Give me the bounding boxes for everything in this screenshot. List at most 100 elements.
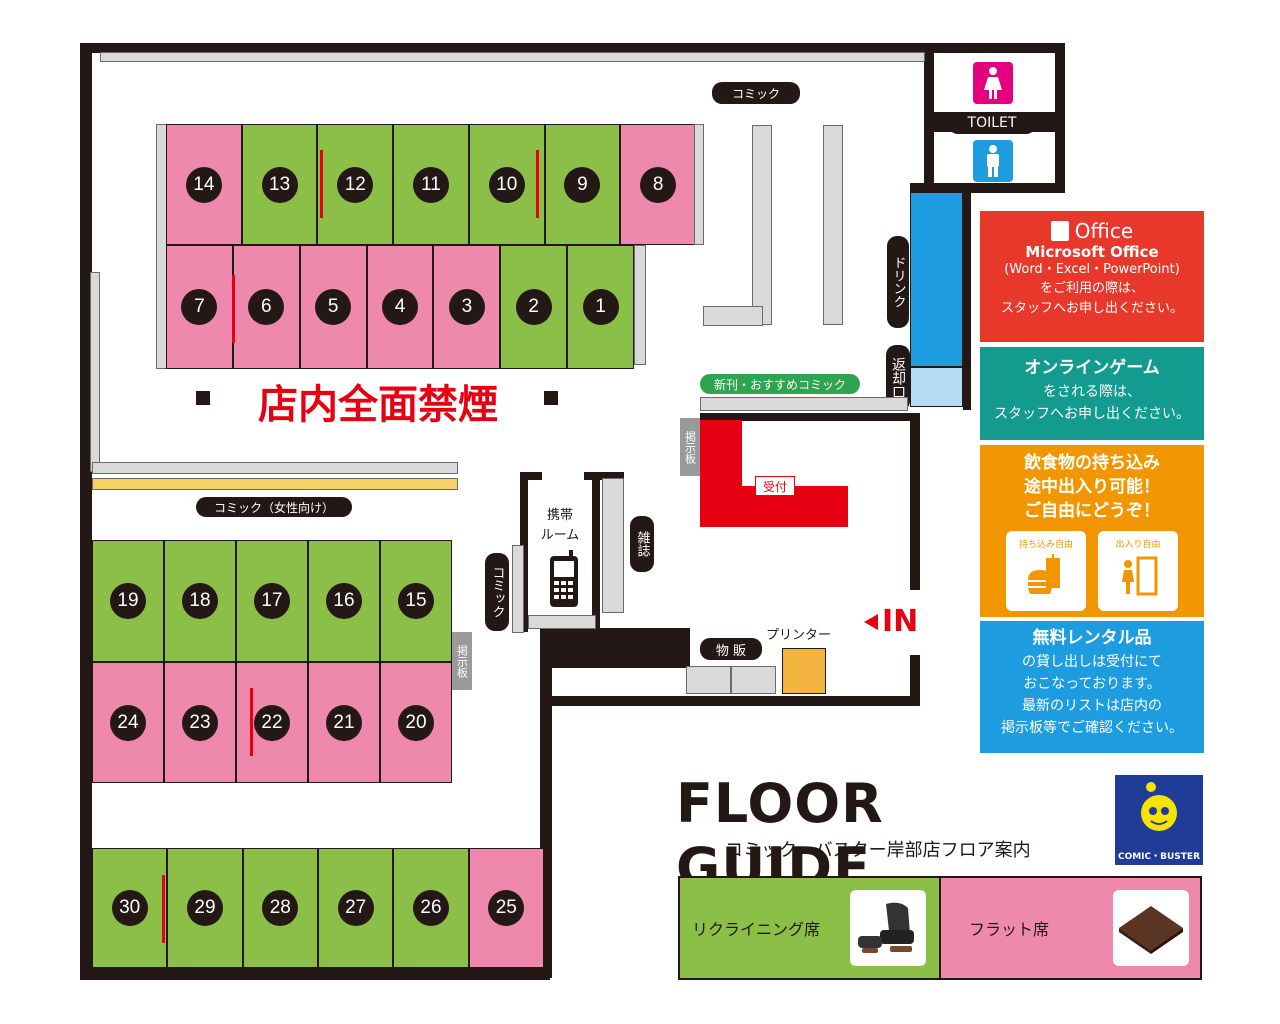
seat-number: 1: [582, 289, 619, 325]
phone-room-top-right: [584, 472, 624, 480]
burger-drink-icon: [1028, 554, 1060, 594]
flat-mat-icon: [1113, 890, 1189, 966]
office-icon: [1050, 221, 1069, 241]
wall-right-lower: [910, 415, 920, 590]
rental-line3: 最新のリストは店内の: [1022, 698, 1162, 714]
shelf-goods-1: [686, 666, 731, 694]
seat-27: 27: [317, 848, 394, 968]
seat-10: 10: [468, 124, 545, 245]
seat-number: 11: [413, 166, 450, 203]
label-magazine: 雑誌: [630, 516, 654, 572]
shelf-women-comics-yellow: [92, 478, 458, 490]
label-goods: 物 販: [700, 638, 762, 660]
seat-number: 27: [337, 890, 374, 926]
seat-24: 24: [92, 662, 164, 783]
label-phone-room-2: ルーム: [540, 528, 580, 543]
seat-number: 7: [181, 289, 218, 325]
label-comic-top: コミック: [712, 82, 800, 104]
shelf-phone-side: [512, 545, 524, 633]
shelf-comic-2: [823, 125, 843, 325]
seat-number: 16: [326, 583, 362, 619]
legend-reclining-label: リクライニング席: [692, 920, 821, 939]
seat-23: 23: [164, 662, 236, 783]
rental-line1: の貸し出しは受付にて: [1022, 654, 1162, 670]
seat-number: 26: [412, 890, 449, 926]
mascot-icon: [1141, 782, 1177, 831]
phone-room-top-left: [520, 472, 542, 480]
seat-17: 17: [236, 540, 308, 662]
shelf-new-comics: [700, 397, 908, 411]
wall-drink-right: [963, 190, 971, 410]
seat-15: 15: [380, 540, 452, 662]
label-drink: ドリンク: [887, 236, 909, 328]
no-smoking-bullet-left: [196, 391, 210, 405]
seat-number: 2: [515, 289, 552, 325]
seat-26: 26: [393, 848, 469, 968]
seat-row-third: 19 18 17 16 15: [92, 540, 452, 662]
rental-panel: 無料レンタル品 の貸し出しは受付にて おこなっております。 最新のリストは店内の…: [980, 621, 1204, 753]
seat-number: 8: [640, 166, 677, 203]
seat-14: 14: [166, 124, 242, 245]
rental-line4: 掲示板等でご確認ください。: [1001, 720, 1183, 736]
seat-number: 5: [315, 289, 352, 325]
food-icon1-label: 持ち込み自由: [1018, 540, 1073, 550]
shelf-seat-block-right: [694, 124, 704, 245]
wall-right-lower2: [910, 655, 920, 705]
seat-number: 24: [110, 704, 146, 741]
seat-number: 19: [110, 583, 146, 619]
shelf-comic-1-foot: [703, 306, 763, 326]
seat-5: 5: [299, 245, 367, 369]
seat-28: 28: [242, 848, 318, 968]
seat-number: 28: [262, 890, 299, 926]
label-entrance: IN: [882, 604, 919, 639]
label-comic-side: コミック: [485, 553, 509, 631]
divider-30-29: [162, 875, 165, 943]
shelf-comic-1: [752, 125, 772, 325]
food-line3: ご自由にどうぞ！: [1024, 501, 1160, 521]
legend-flat: フラット席: [941, 878, 1200, 978]
food-icon2-label: 出入り自由: [1115, 540, 1161, 550]
office-panel: Office Microsoft Office (Word・Excel・Powe…: [980, 211, 1204, 342]
seat-7: 7: [166, 245, 233, 369]
wall-reception-top: [700, 413, 920, 421]
shelf-goods-2: [731, 666, 776, 694]
label-comic-women: コミック（女性向け）: [196, 497, 352, 517]
logo-text: COMIC・BUSTER: [1117, 852, 1201, 862]
label-new-comics: 新刊・おすすめコミック: [700, 374, 860, 394]
rental-line2: おこなっております。: [1023, 676, 1161, 692]
seat-13: 13: [241, 124, 318, 245]
seat-number: 18: [182, 583, 218, 619]
seat-25: 25: [468, 848, 544, 968]
seat-number: 6: [248, 289, 285, 325]
seat-8: 8: [620, 124, 697, 245]
recliner-chair-icon: [850, 890, 926, 966]
divider-23-22: [250, 688, 253, 756]
entrance-arrow-icon: [864, 614, 878, 630]
shelf-seat-block-right2: [634, 245, 646, 365]
shelf-top: [100, 52, 925, 62]
seat-number: 20: [398, 704, 434, 741]
seat-21: 21: [308, 662, 380, 783]
seat-number: 15: [398, 583, 434, 619]
male-toilet-icon: [973, 140, 1013, 182]
legend-flat-label: フラット席: [969, 920, 1050, 939]
comic-buster-logo: COMIC・BUSTER: [1115, 775, 1203, 865]
food-panel: 飲食物の持ち込み 途中出入り可能！ ご自由にどうぞ！ 持ち込み自由 出入り自由: [980, 445, 1204, 617]
seat-number: 25: [488, 890, 525, 926]
seat-number: 10: [488, 166, 525, 203]
seat-number: 23: [182, 704, 218, 741]
seat-22: 22: [236, 662, 308, 783]
legend: リクライニング席 フラット席: [678, 876, 1202, 980]
seat-29: 29: [167, 848, 243, 968]
online-game-line2: スタッフへお申し出ください。: [994, 406, 1190, 422]
rental-title: 無料レンタル品: [1032, 628, 1152, 648]
label-board-seats: 掲示板: [452, 632, 472, 690]
office-title: Microsoft Office: [1025, 243, 1159, 261]
seat-number: 29: [186, 890, 223, 926]
mobile-phone-icon: [549, 550, 579, 612]
shelf-left-wall: [90, 272, 100, 472]
floor-guide-title: FLOOR GUIDE: [676, 772, 884, 899]
